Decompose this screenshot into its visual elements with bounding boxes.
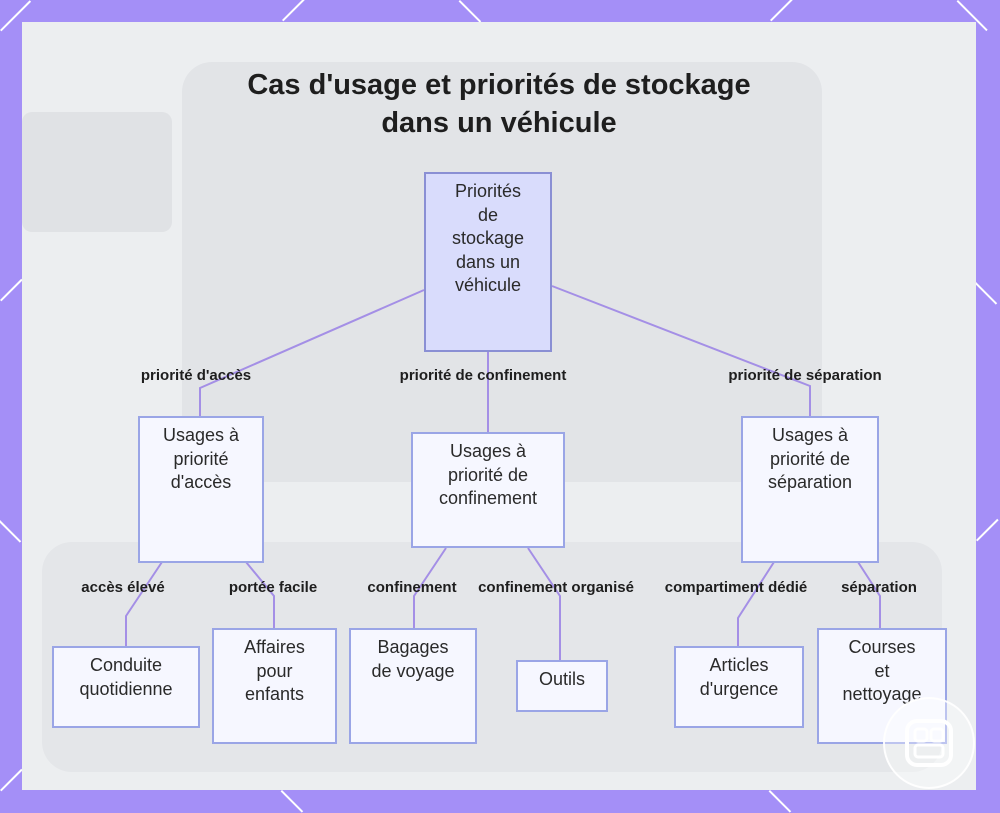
node-text: priorité [173,448,229,469]
node-urgence: Articles d'urgence [674,646,804,728]
node-text: de [477,204,499,225]
frame-corner-line [770,0,793,22]
edge-confinement-outils [527,547,561,660]
node-text: et [874,660,890,681]
node-text: Usages à [162,425,240,445]
node-text: Conduite [89,655,163,675]
edge-separation-courses [857,561,881,628]
edge-label-priorite-acces: priorité d'accès [140,367,252,384]
node-acces: Usages à priorité d'accès [138,416,264,563]
node-text: nettoyage [842,684,922,704]
edge-label-priorite-separation: priorité de séparation [728,367,882,384]
node-text: pour [256,660,293,681]
edge-label-acces-eleve: accès élevé [81,579,165,596]
edge-label-confinement: confinement [367,579,457,596]
node-text: Usages à [771,425,849,445]
node-courses: Courses et nettoyage [817,628,947,744]
node-text: d'urgence [699,678,779,699]
node-conduite: Conduite quotidienne [52,646,200,728]
node-text: stockage [451,228,525,248]
title-line-2: dans un véhicule [381,107,617,139]
node-text: Outils [538,669,585,689]
edge-root-separation [551,285,811,416]
node-text: Courses [848,637,916,657]
node-outils: Outils [516,660,608,712]
edge-confinement-bagages [413,547,447,628]
frame-corner-line [280,790,304,813]
edge-label-priorite-confinement: priorité de confinement [399,367,567,384]
logo-badge-icon [883,697,975,789]
edge-label-separation: séparation [841,579,917,596]
title-line-1: Cas d'usage et priorités de stockage [247,69,751,101]
node-bagages: Bagages de voyage [349,628,477,744]
edge-acces-enfants [245,561,275,628]
node-text: dans un [455,251,521,272]
node-text: séparation [767,472,853,492]
logo-badge-glyph [905,719,953,767]
node-text: Affaires [244,637,305,657]
edge-label-confinement-organise: confinement organisé [478,579,634,596]
node-text: Articles [709,655,769,675]
node-text: Usages à [449,441,527,461]
node-text: Bagages [377,637,449,657]
node-root: Priorités de stockage dans un véhicule [424,172,552,352]
node-text: priorité de [769,448,851,469]
frame-corner-line [976,518,999,542]
frame-corner-line [768,790,792,813]
node-text: confinement [438,488,538,508]
frame-corner-line [282,0,305,22]
edge-label-compartiment-dedie: compartiment dédié [664,579,808,596]
edge-layer [125,285,881,660]
frame-corner-line [974,282,998,305]
diagram-panel: Cas d'usage et priorités de stockage dan… [22,22,976,790]
frame-corner-line [458,0,482,23]
node-text: véhicule [454,275,522,295]
node-separation: Usages à priorité de séparation [741,416,879,563]
edge-root-acces [199,289,425,416]
node-text: priorité de [447,464,529,485]
node-enfants: Affaires pour enfants [212,628,337,744]
node-text: Priorités [454,181,521,201]
node-text: de voyage [371,660,455,681]
edge-label-portee-facile: portée facile [228,579,318,596]
diagram-title: Cas d'usage et priorités de stockage dan… [22,66,976,142]
node-text: quotidienne [79,678,173,699]
node-confinement: Usages à priorité de confinement [411,432,565,548]
frame-corner-line [0,768,23,792]
node-text: d'accès [170,472,232,492]
frame-corner-line [0,278,23,302]
node-text: enfants [244,684,305,704]
edge-acces-conduite [125,561,163,646]
background-shape [22,112,172,232]
frame-corner-line [0,520,22,543]
edge-separation-urgence [737,561,775,646]
